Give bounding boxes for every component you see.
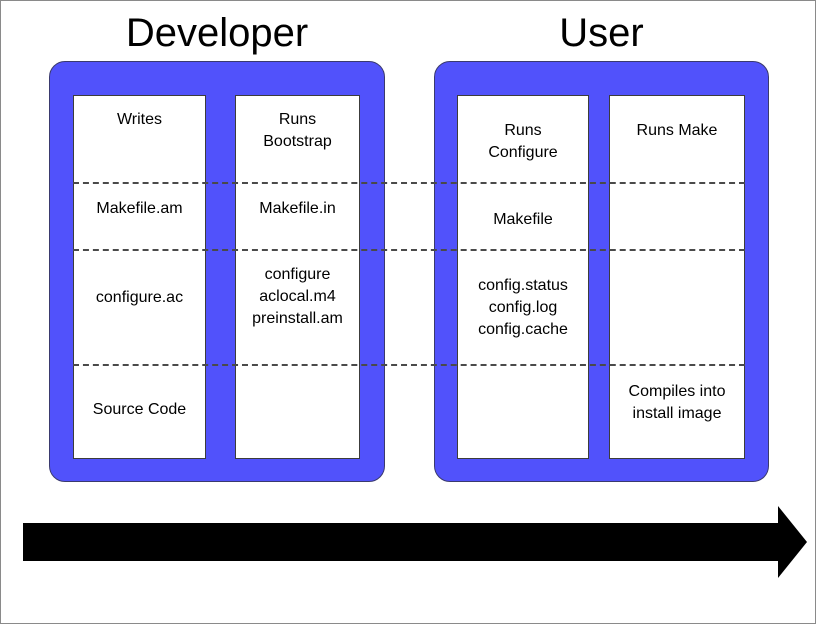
stage-column-runs-bootstrap — [235, 95, 360, 459]
lane-title-user: User — [559, 11, 644, 55]
cell-generated-files: configure aclocal.m4 preinstall.am — [252, 266, 343, 327]
cell-configure-ac: configure.ac — [95, 289, 184, 306]
stage-column-runs-configure — [457, 95, 589, 459]
row-divider-1 — [73, 182, 745, 184]
row-divider-3 — [73, 364, 745, 366]
stage-column-writes — [73, 95, 206, 459]
cell-makefile-am: Makefile.am — [96, 200, 183, 217]
cell-config-files: config.status config.log config.cache — [478, 277, 568, 338]
cell-writes-header: Writes — [116, 111, 163, 128]
left-to-right-flow-arrow-icon — [23, 506, 807, 578]
cell-compiles-into-install-image: Compiles into install image — [628, 383, 726, 422]
cell-runs-configure-header: Runs Configure — [488, 122, 558, 161]
cell-makefile: Makefile — [493, 211, 553, 228]
cell-source-code: Source Code — [92, 401, 187, 418]
cell-runs-make-header: Runs Make — [636, 122, 718, 139]
cell-makefile-in: Makefile.in — [259, 200, 336, 217]
stage-column-runs-make — [609, 95, 745, 459]
row-divider-2 — [73, 249, 745, 251]
cell-runs-bootstrap-header: Runs Bootstrap — [263, 111, 332, 150]
lane-title-developer: Developer — [125, 11, 309, 55]
